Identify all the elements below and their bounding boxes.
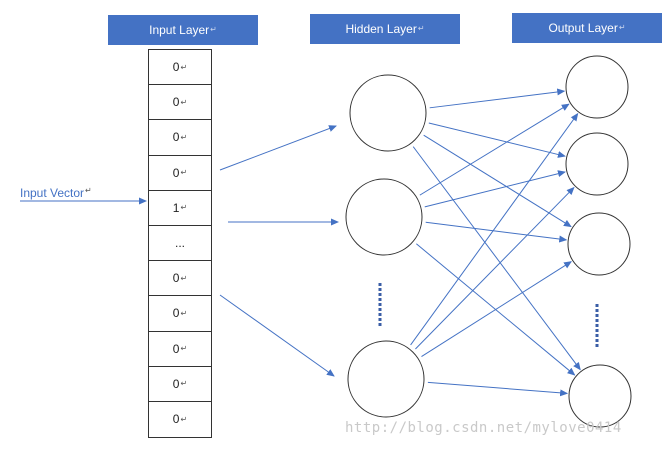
hidden-ellipsis-dot [378,288,382,291]
return-mark-icon: ↵ [180,414,188,424]
hidden-ellipsis-dot [378,293,382,296]
vector-cell: 0↵ [149,367,211,402]
output-ellipsis-dot [595,324,599,327]
vector-cell-value: 0 [172,412,180,427]
vector-cell: 0↵ [149,402,211,437]
input-vector-text: Input Vector [20,186,85,200]
output-neuron [567,212,631,276]
output-layer-title: Output Layer [548,21,618,35]
hidden-to-output-arrow [415,186,575,350]
output-ellipsis-dot [595,314,599,317]
hidden-ellipsis-dot [378,298,382,301]
hidden-to-output-arrow [410,112,579,346]
input-layer-header: Input Layer↵ [108,15,258,45]
hidden-ellipsis-dot [378,303,382,306]
vector-cell: 0↵ [149,296,211,332]
vector-cell: 0↵ [149,85,211,121]
output-ellipsis-dot [595,304,599,307]
output-ellipsis-dot [595,319,599,322]
return-mark-icon: ↵ [180,308,188,318]
hidden-layer-header: Hidden Layer↵ [310,14,460,44]
hidden-to-output-arrow [421,261,572,357]
return-mark-icon: ↵ [180,273,188,283]
input-layer-title: Input Layer [149,23,210,37]
vector-cell-value: 0 [172,271,180,286]
vector-cell-value: 0 [172,130,180,145]
vector-cell-value: 0 [172,341,180,356]
hidden-to-output-arrow [428,122,566,158]
input-vector: 0↵ 0↵ 0↵ 0↵ 1↵ ... 0↵ 0↵ 0↵ 0↵ 0↵ [148,49,212,439]
hidden-ellipsis-dot [378,313,382,316]
vector-cell-value: ... [174,236,185,251]
vector-cell: ... [149,226,211,262]
vector-cell: 0↵ [149,332,211,367]
hidden-to-output-arrow [425,221,568,243]
output-neuron [568,364,632,428]
return-mark-icon: ↵ [417,24,425,33]
hidden-neuron [349,74,427,152]
output-ellipsis-dot [595,344,599,347]
input-to-hidden-arrow [219,125,337,171]
return-mark-icon: ↵ [210,25,217,34]
vector-cell: 0↵ [149,156,211,191]
vector-cell-value: 0 [172,165,180,180]
return-mark-icon: ↵ [180,344,188,354]
return-mark-icon: ↵ [180,62,188,72]
hidden-to-output-arrow [427,381,569,397]
input-to-hidden-arrow [219,294,335,377]
return-mark-icon: ↵ [180,203,188,213]
vector-cell-value: 0 [172,306,180,321]
connections [20,88,581,397]
hidden-layer-title: Hidden Layer [345,22,417,36]
output-ellipsis-dot [595,309,599,312]
output-ellipsis-dot [595,329,599,332]
output-layer-header: Output Layer↵ [512,13,662,43]
hidden-ellipsis-dot [378,323,382,326]
input-vector-label: Input Vector↵ [20,186,92,200]
return-mark-icon: ↵ [180,132,188,142]
hidden-ellipsis-dot [378,308,382,311]
hidden-ellipsis-dot [378,283,382,286]
hidden-neuron [345,178,423,256]
vector-cell: 0↵ [149,120,211,156]
output-ellipsis-dot [595,339,599,342]
hidden-to-output-arrow [429,88,566,109]
output-neuron [565,132,629,196]
vector-cell-value: 0 [172,95,180,110]
return-mark-icon: ↵ [618,23,626,32]
vector-cell-value: 1 [172,200,180,215]
vector-cell-value: 0 [172,60,180,75]
return-mark-icon: ↵ [85,186,92,195]
vector-cell-value: 0 [172,376,180,391]
output-ellipsis-dot [595,334,599,337]
hidden-to-output-arrow [419,103,570,196]
vector-cell: 0↵ [149,261,211,297]
hidden-to-output-arrow [423,134,572,228]
return-mark-icon: ↵ [180,379,188,389]
ellipsis-dots [378,283,599,347]
output-neuron [565,55,629,119]
return-mark-icon: ↵ [180,97,188,107]
return-mark-icon: ↵ [180,168,188,178]
hidden-to-output-arrow [412,146,581,371]
vector-cell: 0↵ [149,50,211,86]
hidden-to-output-arrow [424,170,566,208]
hidden-neuron [347,340,425,418]
vector-cell: 1↵ [149,191,211,226]
watermark: http://blog.csdn.net/mylove0414 [345,420,622,436]
neurons [345,55,632,428]
hidden-ellipsis-dot [378,318,382,321]
